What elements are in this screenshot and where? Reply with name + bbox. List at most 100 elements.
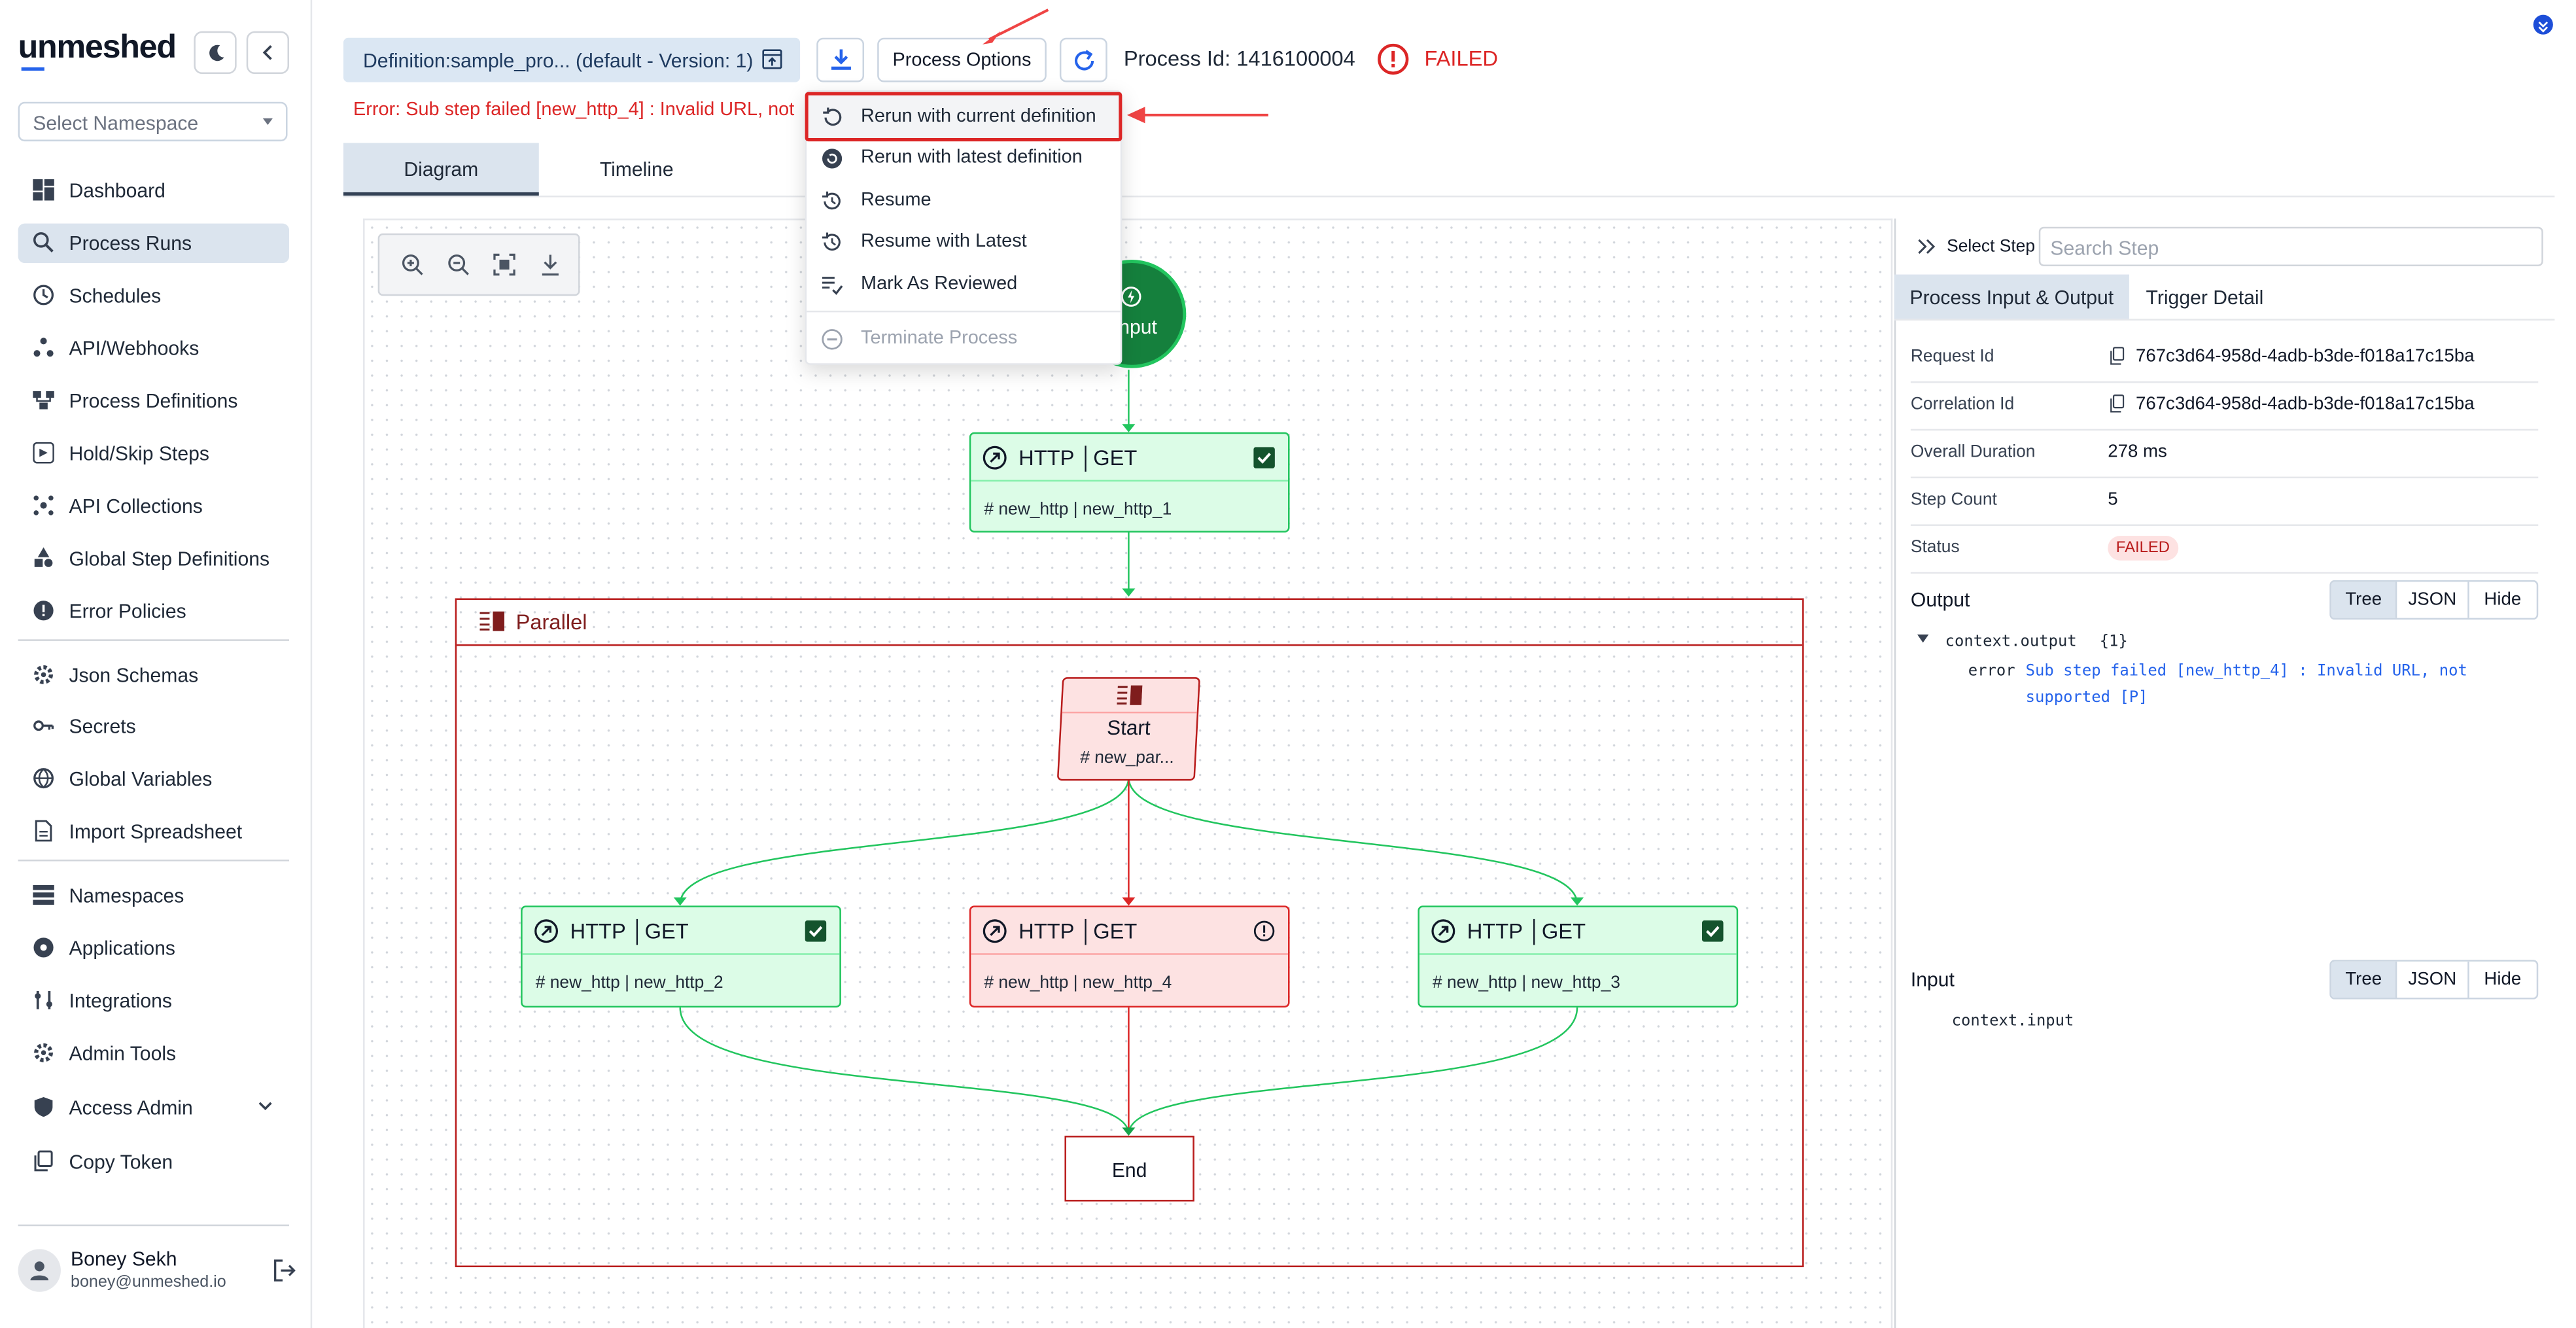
output-root-key: context.output: [1945, 633, 2077, 651]
end-node[interactable]: End: [1064, 1136, 1194, 1202]
step-node-http-2[interactable]: HTTP │GET # new_http | new_http_2: [521, 905, 841, 1008]
sidebar-item-json-schemas[interactable]: Json Schemas: [18, 655, 289, 695]
download-button[interactable]: [816, 37, 865, 82]
sidebar-item-process-definitions[interactable]: Process Definitions: [18, 381, 289, 421]
zoom-out-button[interactable]: [439, 245, 478, 284]
process-definitions-icon: [33, 391, 54, 410]
sidebar-item-namespaces[interactable]: Namespaces: [18, 876, 289, 915]
output-view-toggle: Tree JSON Hide: [2329, 580, 2539, 620]
parallel-icon: [1117, 685, 1143, 705]
node-header: [1419, 907, 1737, 955]
sidebar-item-import-spreadsheet[interactable]: Import Spreadsheet: [18, 812, 289, 851]
globe-icon: [33, 768, 54, 789]
sidebar-item-error-policies[interactable]: Error Policies: [18, 591, 289, 631]
key-icon: [33, 720, 54, 731]
output-json-button[interactable]: JSON: [2395, 582, 2467, 618]
tab-trigger-detail[interactable]: Trigger Detail: [2146, 286, 2264, 309]
tab-timeline[interactable]: Timeline: [599, 158, 674, 181]
sidebar-item-api-collections[interactable]: API Collections: [18, 487, 289, 526]
input-hide-button[interactable]: Hide: [2467, 961, 2536, 998]
divider: [18, 639, 290, 641]
copy-icon[interactable]: [2110, 347, 2125, 365]
process-options-button[interactable]: Process Options: [877, 37, 1047, 82]
parallel-label: Parallel: [515, 610, 587, 635]
sidebar-item-label: API Collections: [69, 495, 203, 518]
sidebar-item-secrets[interactable]: Secrets: [18, 707, 289, 746]
step-node-http-4[interactable]: HTTP │GET # new_http | new_http_4: [969, 905, 1290, 1008]
schedule-icon: [33, 285, 54, 306]
sidebar: unmeshed Select Namespace Dashboard Proc…: [0, 0, 313, 1328]
tab-process-io[interactable]: Process Input & Output: [1894, 274, 2129, 319]
zoom-in-icon: [402, 254, 423, 275]
parallel-container[interactable]: Parallel: [455, 598, 1804, 1268]
sidebar-item-api-webhooks[interactable]: API/Webhooks: [18, 328, 289, 368]
menu-item-label: Terminate Process: [861, 328, 1018, 349]
output-tree-button[interactable]: Tree: [2331, 582, 2396, 618]
collapse-sidebar-button[interactable]: [246, 31, 290, 75]
status-badge: FAILED: [2108, 536, 2178, 561]
sidebar-item-label: Process Runs: [69, 232, 192, 255]
tab-diagram[interactable]: Diagram: [343, 143, 539, 196]
sidebar-item-admin-tools[interactable]: Admin Tools: [18, 1034, 289, 1073]
input-view-toggle: Tree JSON Hide: [2329, 960, 2539, 1000]
sidebar-item-global-variables[interactable]: Global Variables: [18, 760, 289, 799]
fit-view-button[interactable]: [485, 245, 524, 284]
namespace-placeholder: Select Namespace: [33, 111, 199, 135]
theme-toggle-button[interactable]: [194, 31, 237, 75]
logout-icon[interactable]: [273, 1259, 296, 1282]
namespace-select[interactable]: Select Namespace: [18, 101, 288, 142]
sidebar-item-label: Namespaces: [69, 884, 184, 907]
menu-item-rerun-current[interactable]: Rerun with current definition: [805, 92, 1123, 142]
chevron-double-right-icon[interactable]: [1917, 238, 1936, 254]
menu-item-mark-reviewed[interactable]: Mark As Reviewed: [807, 264, 1121, 306]
zoom-in-button[interactable]: [392, 245, 432, 284]
node-subtitle: # new_http | new_http_3: [1433, 973, 1620, 993]
sidebar-item-hold-skip-steps[interactable]: Hold/Skip Steps: [18, 434, 289, 473]
search-step-input[interactable]: Search Step: [2038, 226, 2543, 267]
expand-header-button[interactable]: [2533, 14, 2553, 35]
input-label: Input: [1910, 968, 1955, 991]
step-node-http-1[interactable]: HTTP │GET # new_http | new_http_1: [969, 432, 1290, 533]
sidebar-item-dashboard[interactable]: Dashboard: [18, 171, 289, 210]
sidebar-item-label: API/Webhooks: [69, 337, 200, 360]
avatar[interactable]: [18, 1249, 61, 1292]
definition-chip[interactable]: Definition:sample_pro... (default - Vers…: [343, 37, 801, 82]
moon-icon: [208, 44, 224, 60]
sidebar-item-access-admin[interactable]: Access Admin: [18, 1088, 289, 1127]
start-node[interactable]: Start # new_par...: [1056, 677, 1201, 781]
input-tree-button[interactable]: Tree: [2331, 961, 2396, 998]
webhook-icon: [33, 338, 54, 357]
input-json-button[interactable]: JSON: [2395, 961, 2467, 998]
sidebar-item-integrations[interactable]: Integrations: [18, 981, 289, 1021]
sidebar-item-global-step-definitions[interactable]: Global Step Definitions: [18, 539, 289, 578]
process-id: Process Id: 1416100004: [1123, 46, 1355, 71]
sidebar-item-copy-token[interactable]: Copy Token: [18, 1142, 289, 1181]
detail-value: 767c3d64-958d-4adb-b3de-f018a17c15ba: [2135, 394, 2475, 415]
menu-item-resume[interactable]: Resume: [807, 181, 1121, 222]
sidebar-item-schedules[interactable]: Schedules: [18, 276, 289, 315]
select-step-label: Select Step: [1947, 236, 2036, 256]
export-image-button[interactable]: [531, 245, 570, 284]
menu-item-label: Rerun with current definition: [861, 107, 1096, 127]
output-hide-button[interactable]: Hide: [2467, 582, 2536, 618]
sidebar-item-process-runs[interactable]: Process Runs: [18, 223, 290, 263]
process-options-menu: Rerun with current definition Rerun with…: [805, 90, 1123, 365]
menu-item-rerun-latest[interactable]: Rerun with latest definition: [807, 138, 1121, 179]
detail-row-correlation-id: Correlation Id 767c3d64-958d-4adb-b3de-f…: [1910, 381, 2539, 431]
open-definition-icon[interactable]: [762, 49, 782, 69]
step-details-panel: [1894, 218, 2556, 1328]
menu-divider: [807, 310, 1121, 313]
caret-down-icon[interactable]: [1917, 634, 1929, 643]
refresh-button[interactable]: [1059, 37, 1107, 82]
start-node-title: Start: [1106, 716, 1151, 740]
sidebar-item-applications[interactable]: Applications: [18, 929, 289, 968]
copy-icon: [34, 1150, 53, 1172]
start-node-subtitle: # new_par...: [1079, 748, 1175, 768]
copy-icon[interactable]: [2110, 394, 2125, 413]
step-node-http-3[interactable]: HTTP │GET # new_http | new_http_3: [1418, 905, 1739, 1008]
logo-underline: [21, 67, 44, 71]
sidebar-item-label: Process Definitions: [69, 389, 238, 413]
menu-item-label: Resume with Latest: [861, 232, 1027, 252]
menu-item-resume-latest[interactable]: Resume with Latest: [807, 222, 1121, 263]
detail-row-duration: Overall Duration 278 ms: [1910, 429, 2539, 479]
